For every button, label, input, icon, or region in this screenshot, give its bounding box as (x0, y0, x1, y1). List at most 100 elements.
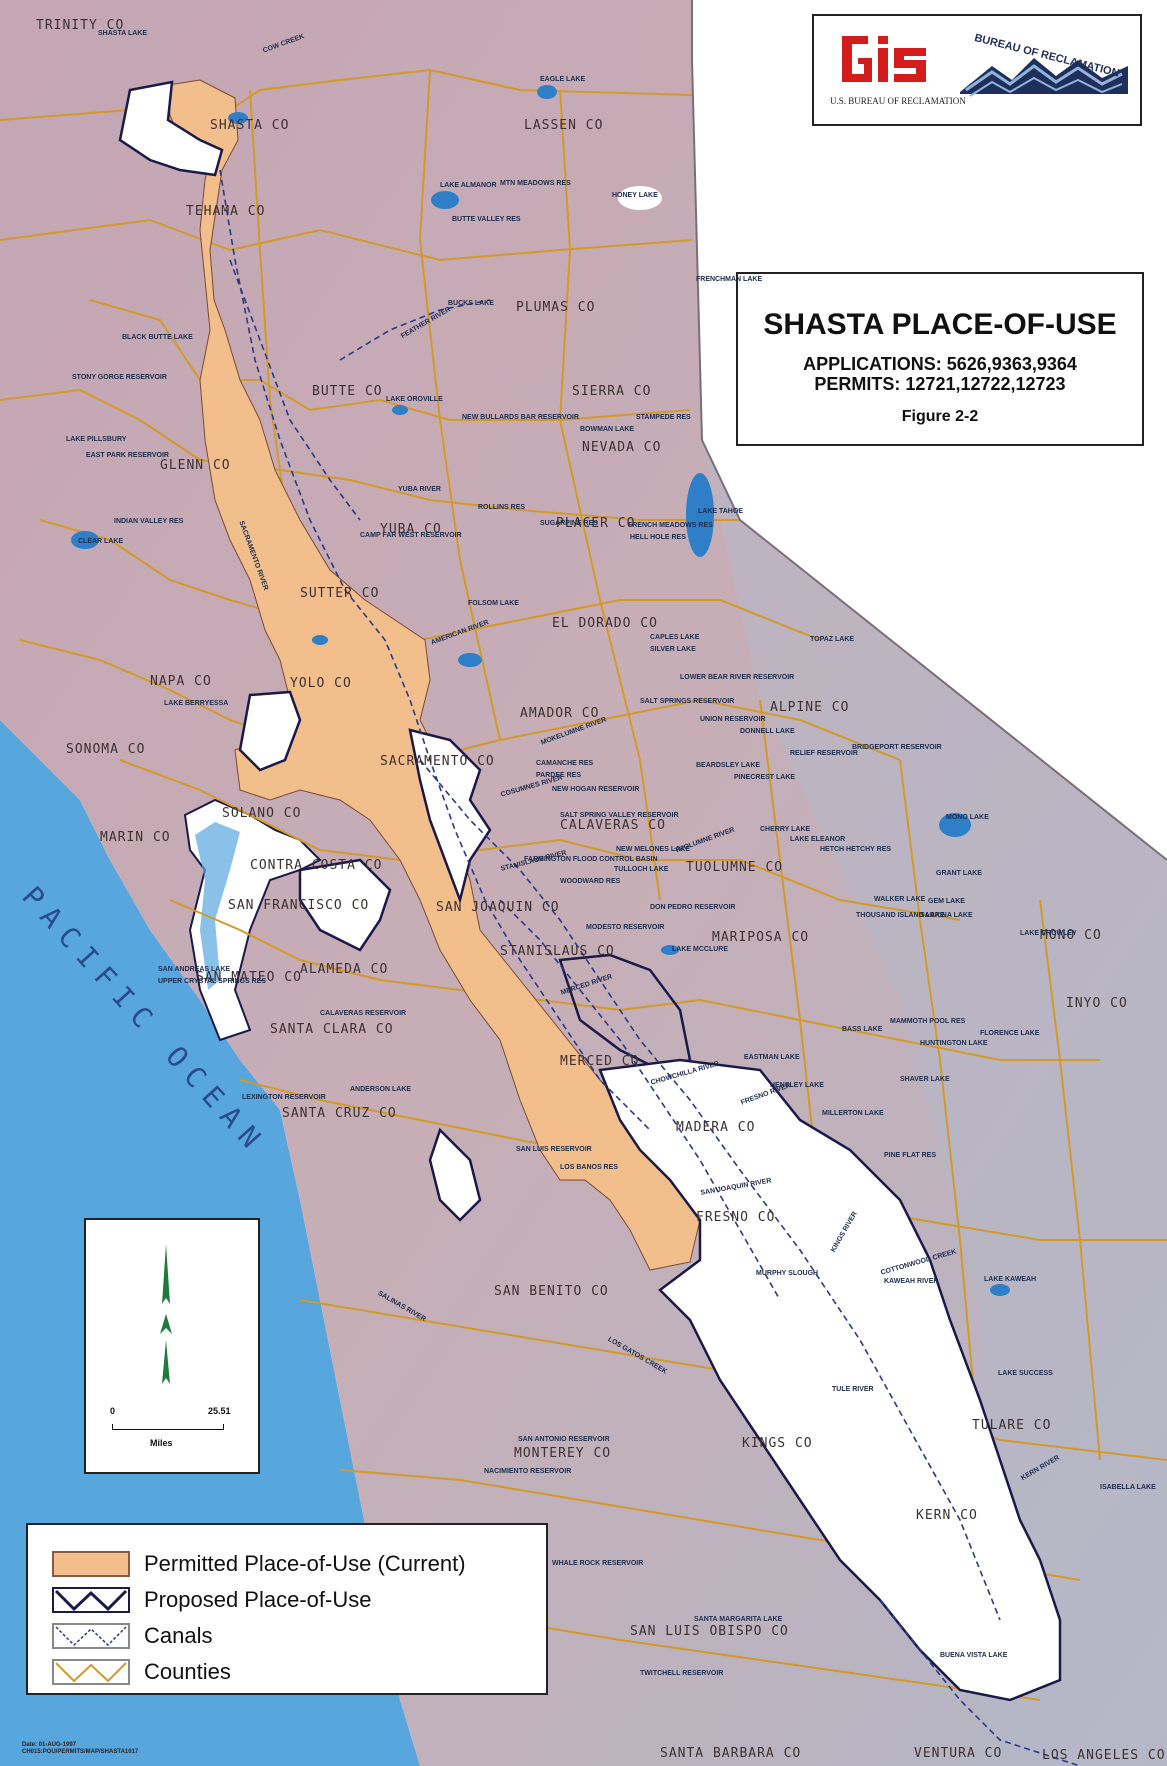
county-label: PLACER CO (556, 516, 636, 531)
water-label: WOODWARD RES (560, 878, 621, 885)
county-label: YUBA CO (380, 522, 442, 537)
water-label: LAKE ELEANOR (790, 836, 846, 843)
water-label: LAKE BERRYESSA (164, 700, 229, 707)
water-label: ANDERSON LAKE (350, 1086, 412, 1093)
water-label: NEW BULLARDS BAR RESERVOIR (462, 414, 579, 421)
nevada-tint (702, 440, 1167, 1766)
water-label: NACIMIENTO RESERVOIR (484, 1468, 572, 1475)
scale-unit: Miles (150, 1438, 173, 1448)
county-label: LOS ANGELES CO (1042, 1748, 1166, 1763)
county-label: SOLANO CO (222, 806, 302, 821)
legend-label-canals: Canals (144, 1623, 213, 1648)
county-label: MONO CO (1040, 928, 1102, 943)
legend-label-permitted: Permitted Place-of-Use (Current) (144, 1551, 466, 1576)
water-label: BUCKS LAKE (448, 300, 494, 307)
county-label: INYO CO (1066, 996, 1128, 1011)
water-label: TWITCHELL RESERVOIR (640, 1670, 724, 1677)
water-label: LEXINGTON RESERVOIR (242, 1094, 326, 1101)
county-label: NAPA CO (150, 674, 212, 689)
water-label: UNION RESERVOIR (700, 716, 766, 723)
water-label: STONY GORGE RESERVOIR (72, 374, 167, 381)
water-label: CHERRY LAKE (760, 826, 811, 833)
county-label: CONTRA COSTA CO (250, 858, 383, 873)
county-label: MARIPOSA CO (712, 930, 810, 945)
county-label: STANISLAUS CO (500, 944, 615, 959)
proposed-swatch (52, 1587, 130, 1613)
county-label: KERN CO (916, 1508, 978, 1523)
scale-bar (112, 1424, 224, 1430)
water-label: SALT SPRING VALLEY RESERVOIR (560, 812, 679, 819)
county-label: SIERRA CO (572, 384, 652, 399)
county-label: FRESNO CO (696, 1210, 776, 1225)
county-label: SACRAMENTO CO (380, 754, 495, 769)
honey-lake (618, 186, 662, 210)
water-label: SABRINA LAKE (920, 912, 973, 919)
water-label: HUNTINGTON LAKE (920, 1040, 988, 1047)
water-label: SHASTA LAKE (98, 30, 147, 37)
water-label: LOS BANOS RES (560, 1164, 618, 1171)
bureau-logo (952, 30, 1136, 114)
water-label: PINECREST LAKE (734, 774, 796, 781)
river-label: TULE RIVER (832, 1386, 874, 1393)
scale-zero: 0 (110, 1406, 116, 1416)
county-label: LASSEN CO (524, 118, 604, 133)
water-label: EASTMAN LAKE (744, 1054, 800, 1061)
water-label: GRANT LAKE (936, 870, 982, 877)
county-label: MADERA CO (676, 1120, 756, 1135)
water-label: SAN ANTONIO RESERVOIR (518, 1436, 610, 1443)
state-border (691, 0, 1167, 861)
water-label: INDIAN VALLEY RES (114, 518, 184, 525)
county-label: SANTA CRUZ CO (282, 1106, 397, 1121)
water-label: DON PEDRO RESERVOIR (650, 904, 736, 911)
water-label: TOPAZ LAKE (810, 636, 855, 643)
map-title: SHASTA PLACE-OF-USE (763, 308, 1117, 341)
county-label: CALAVERAS CO (560, 818, 666, 833)
water-label: BLACK BUTTE LAKE (122, 334, 193, 341)
county-label: BUTTE CO (312, 384, 383, 399)
water-label: PARDEE RES (536, 772, 581, 779)
water-label: CAMP FAR WEST RESERVOIR (360, 532, 462, 539)
canals-swatch (52, 1623, 130, 1649)
county-label: SUTTER CO (300, 586, 380, 601)
water-label: ROLLINS RES (478, 504, 526, 511)
county-label: SAN MATEO CO (196, 970, 302, 985)
water-label: SAN LUIS RESERVOIR (516, 1146, 592, 1153)
water-label: MAMMOTH POOL RES (890, 1018, 966, 1025)
water-label: CALAVERAS RESERVOIR (320, 1010, 407, 1017)
county-label: TRINITY CO (36, 18, 125, 33)
proposed-place-of-use (118, 80, 1062, 1702)
water-label: RELIEF RESERVOIR (790, 750, 858, 757)
water-label: LOWER BEAR RIVER RESERVOIR (680, 674, 795, 681)
county-label: TULARE CO (972, 1418, 1052, 1433)
legend-item-canals: Canals (52, 1621, 212, 1651)
title-panel: SHASTA PLACE-OF-USE APPLICATIONS: 5626,9… (736, 272, 1144, 446)
county-label: VENTURA CO (914, 1746, 1003, 1761)
county-label: TUOLUMNE CO (686, 860, 784, 875)
legend-label-counties: Counties (144, 1659, 231, 1684)
water-label: NEW MELONES LAKE (616, 846, 690, 853)
figure-label: Figure 2-2 (901, 408, 979, 425)
legend-item-permitted: Permitted Place-of-Use (Current) (52, 1549, 466, 1579)
legend-label-proposed: Proposed Place-of-Use (144, 1587, 372, 1612)
water-label: WHALE ROCK RESERVOIR (552, 1560, 644, 1567)
lakes (71, 85, 1010, 1296)
water-label: LAKE SUCCESS (998, 1370, 1053, 1377)
water-label: CAMANCHE RES (536, 760, 594, 767)
water-label: STAMPEDE RES (636, 414, 691, 421)
water-label: MTN MEADOWS RES (500, 180, 571, 187)
county-label: SAN FRANCISCO CO (228, 898, 370, 913)
county-label: PLUMAS CO (516, 300, 596, 315)
water-label: HONEY LAKE (612, 192, 658, 199)
county-label: GLENN CO (160, 458, 231, 473)
water-label: BUTTE VALLEY RES (452, 216, 521, 223)
date-note-line: CH015:POU/PERMITS/MAP/SHASTA1017 (22, 1749, 139, 1755)
county-label: ALPINE CO (770, 700, 850, 715)
county-label: TEHAMA CO (186, 204, 266, 219)
water-label: MODESTO RESERVOIR (586, 924, 665, 931)
water-label: DONNELL LAKE (740, 728, 795, 735)
water-label: UPPER CRYSTAL SPRINGS RES (158, 978, 267, 985)
water-label: SUGARPINE RES (540, 520, 598, 527)
water-label: TULLOCH LAKE (614, 866, 669, 873)
water-label: ISABELLA LAKE (1100, 1484, 1156, 1491)
county-label: MONTEREY CO (514, 1446, 612, 1461)
